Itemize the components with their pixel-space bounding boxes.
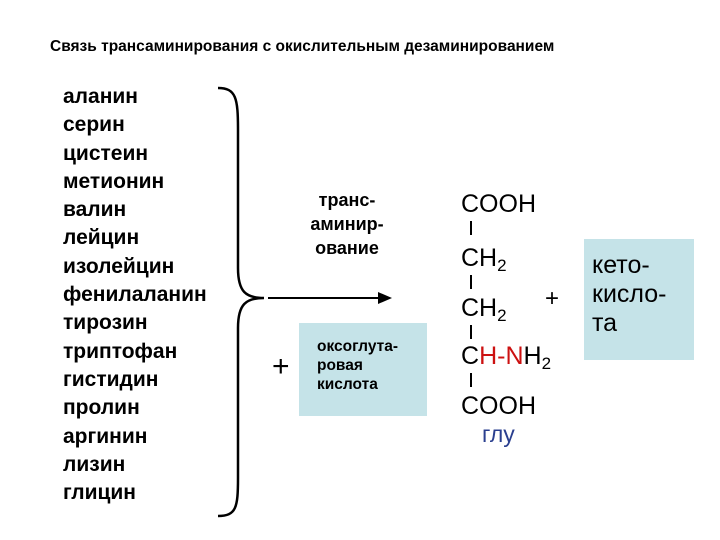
amino-acid-list: аланин серин цистеин метионин валин лейц… xyxy=(63,83,207,507)
amino-acid-item: триптофан xyxy=(63,339,178,363)
keto-acid-box: кето- кисло- та xyxy=(584,239,694,360)
glutamate-ch2-second: CH2 xyxy=(461,294,507,325)
oxoglutarate-box: оксоглута- ровая кислота xyxy=(299,323,427,416)
amino-acid-item: валин xyxy=(63,198,127,222)
oxoglutarate-label: оксоглута- ровая кислота xyxy=(317,338,399,393)
amino-acid-item: фенилаланин xyxy=(63,283,207,307)
glutamate-ch2-first: CH2 xyxy=(461,244,507,275)
glutamate-name: глу xyxy=(482,421,515,447)
right-curly-brace xyxy=(217,86,265,518)
glutamate-cooh-bottom: COOH xyxy=(461,392,536,420)
bond-line xyxy=(470,221,472,235)
keto-acid-label: кето- кисло- та xyxy=(592,251,667,337)
amino-acid-item: аланин xyxy=(63,85,138,108)
reaction-arrow-head xyxy=(378,292,392,304)
bond-line xyxy=(470,325,472,339)
slide-title: Связь трансаминирования с окислительным … xyxy=(50,38,555,55)
amino-acid-item: глицин xyxy=(63,481,136,505)
glutamate-ch-nh2: CH-NH2 xyxy=(461,342,552,373)
plus-sign-product: + xyxy=(545,285,560,312)
plus-sign-substrate: + xyxy=(272,350,290,383)
amino-acid-item: цистеин xyxy=(63,141,149,165)
transamination-label: транс- аминир- ование xyxy=(310,190,384,258)
amino-acid-item: аргинин xyxy=(63,424,148,448)
amino-acid-item: пролин xyxy=(63,396,140,420)
amino-acid-item: метионин xyxy=(63,169,165,193)
amino-acid-item: лейцин xyxy=(63,226,140,250)
bond-line xyxy=(470,373,472,387)
amino-acid-item: изолейцин xyxy=(63,254,175,278)
amino-acid-item: тирозин xyxy=(63,311,148,335)
amino-acid-item: лизин xyxy=(63,452,126,476)
amino-acid-item: гистидин xyxy=(63,367,159,391)
bond-line xyxy=(470,275,472,289)
glutamate-cooh-top: COOH xyxy=(461,190,536,218)
amino-acid-item: серин xyxy=(63,113,125,137)
